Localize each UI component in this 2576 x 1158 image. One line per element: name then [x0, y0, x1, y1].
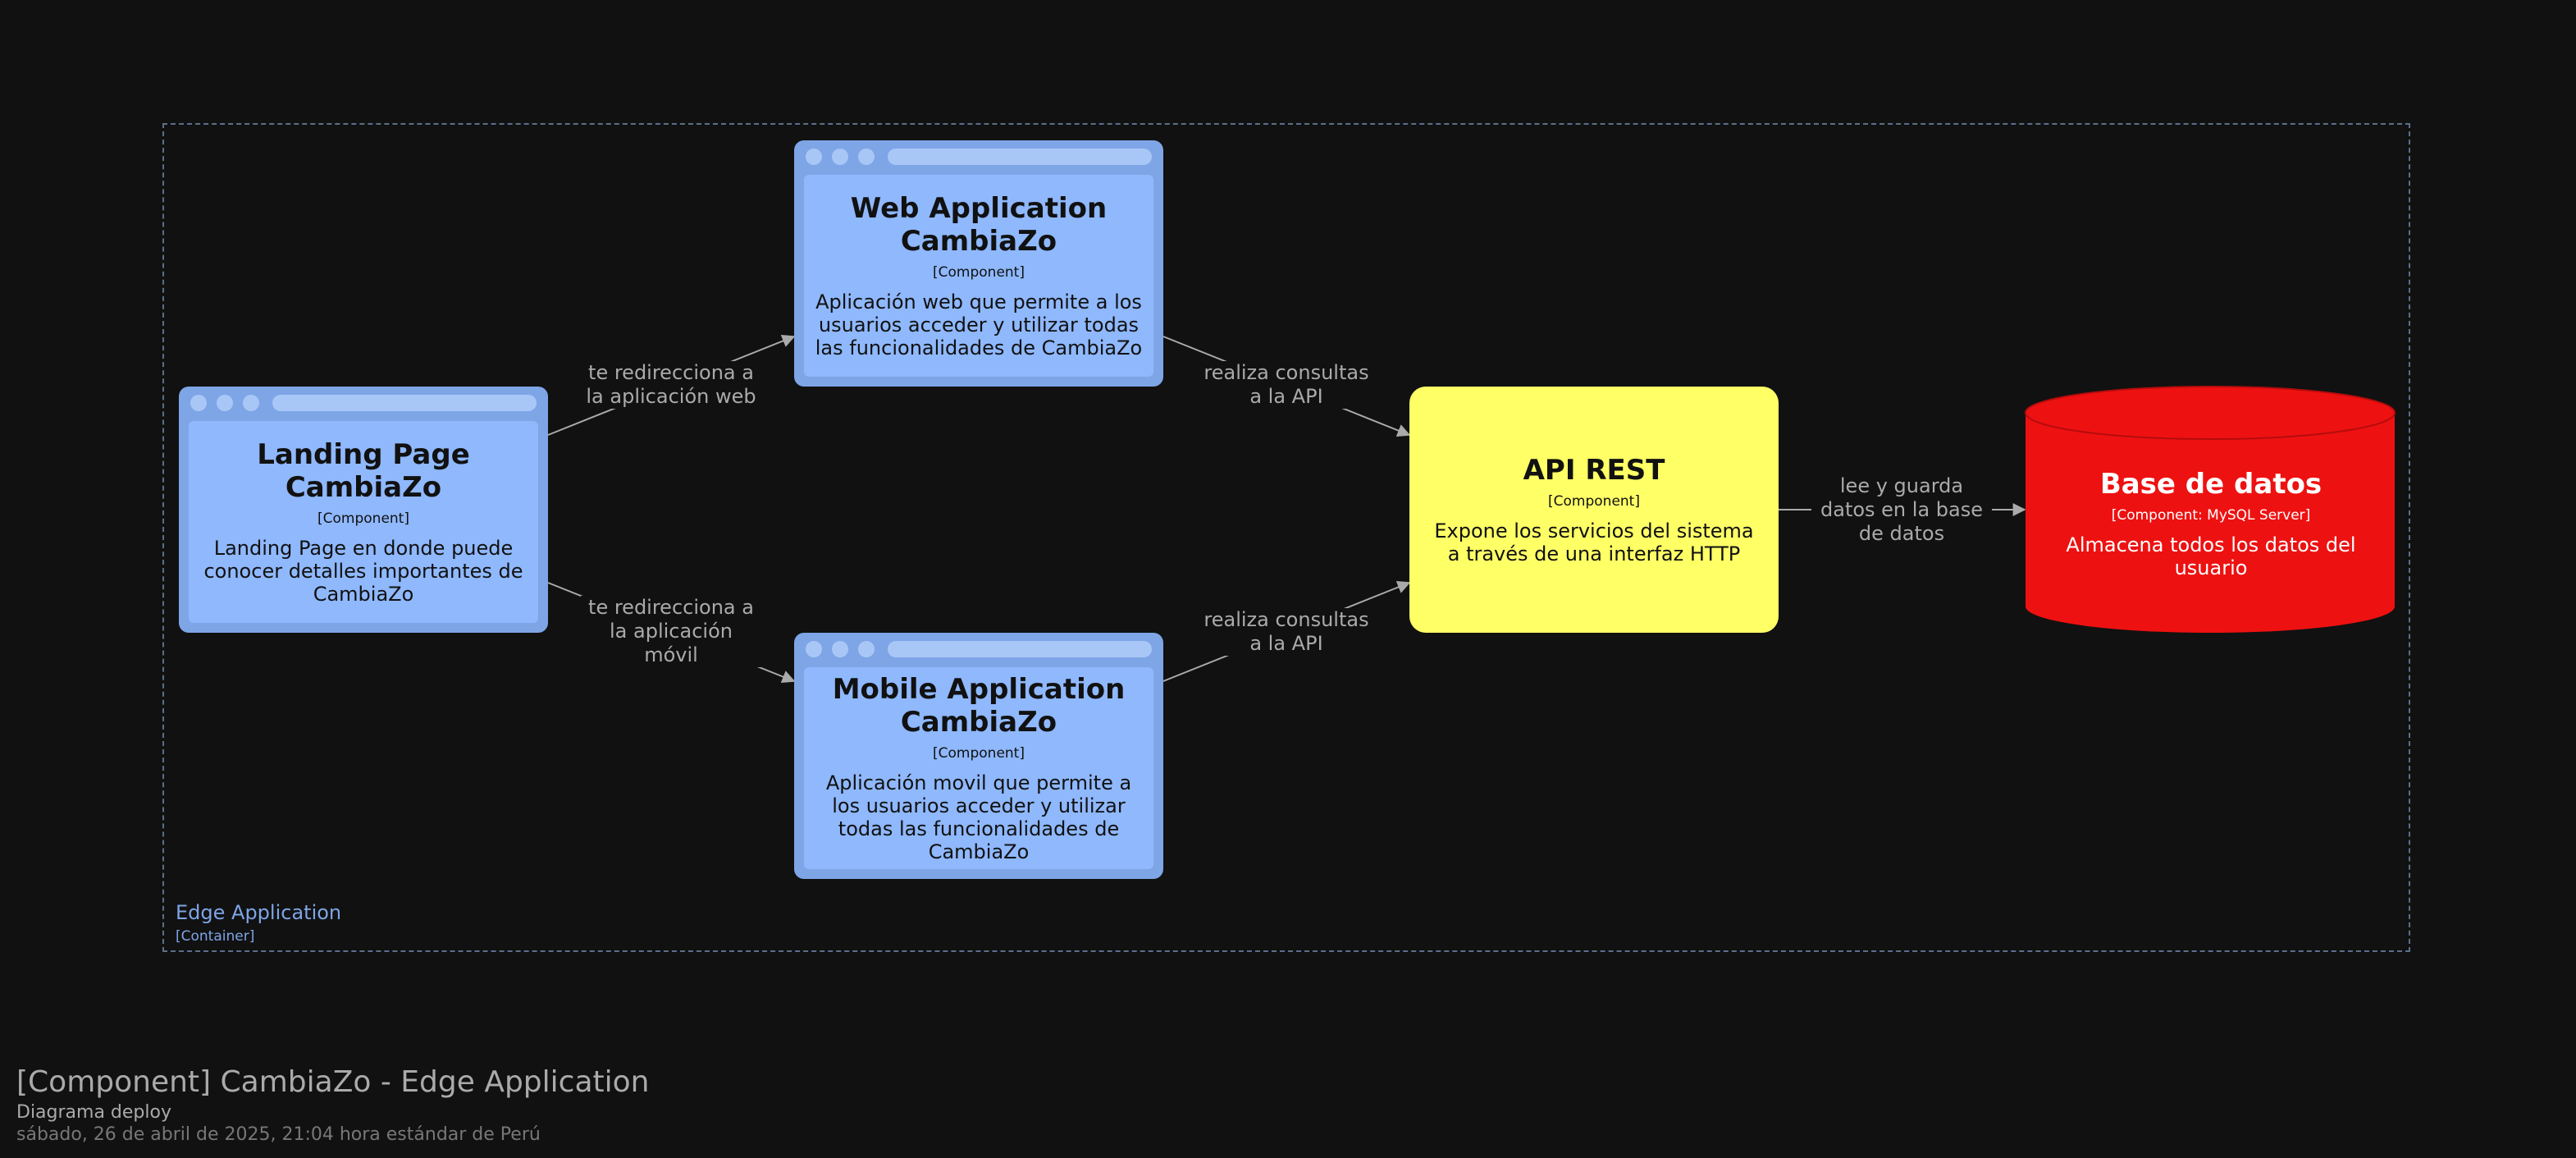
component-title: Mobile Application CambiaZo: [832, 673, 1126, 739]
component-title: Base de datos: [2099, 468, 2323, 501]
browser-window-icon: [806, 149, 1152, 165]
component-description: Landing Page en donde puede conocer deta…: [203, 537, 523, 606]
rel-label-api-db: lee y guarda datos en la base de datos: [1811, 474, 1992, 546]
rel-label-web-api: realiza consultas a la API: [1196, 361, 1377, 409]
boundary-type: [Container]: [176, 928, 255, 945]
component-description: Expone los servicios del sistema a travé…: [1434, 519, 1754, 565]
database-text: Base de datos [Component: MySQL Server] …: [2026, 468, 2396, 579]
diagram-title: [Component] CambiaZo - Edge Application: [16, 1065, 650, 1099]
component-type: [Component]: [933, 264, 1025, 281]
mobile-application-component[interactable]: Mobile Application CambiaZo [Component] …: [794, 633, 1163, 879]
rel-label-mobile-api: realiza consultas a la API: [1196, 608, 1377, 656]
diagram-subtitle: Diagrama deploy: [16, 1102, 171, 1123]
rel-label-landing-web: te redirecciona a la aplicación web: [581, 361, 761, 409]
component-description: Almacena todos los datos del usuario: [2066, 533, 2356, 579]
database-component[interactable]: [2023, 384, 2397, 635]
component-description: Aplicación web que permite a los usuario…: [815, 291, 1143, 359]
component-body: Web Application CambiaZo [Component] Apl…: [804, 175, 1153, 377]
component-body: Mobile Application CambiaZo [Component] …: [804, 667, 1153, 869]
component-type: [Component]: [1548, 493, 1640, 510]
boundary-name: Edge Application: [176, 901, 342, 924]
component-body: Landing Page CambiaZo [Component] Landin…: [189, 421, 538, 623]
component-type: [Component]: [933, 745, 1025, 762]
container-boundary: [162, 123, 2410, 952]
cylinder-icon: [2025, 386, 2396, 633]
component-title: API REST: [1523, 454, 1665, 487]
browser-window-icon: [190, 395, 537, 411]
api-rest-component[interactable]: API REST [Component] Expone los servicio…: [1409, 387, 1779, 633]
rel-label-landing-mobile: te redirecciona a la aplicación móvil: [581, 596, 761, 667]
landing-page-component[interactable]: Landing Page CambiaZo [Component] Landin…: [179, 387, 548, 633]
browser-window-icon: [806, 641, 1152, 657]
web-application-component[interactable]: Web Application CambiaZo [Component] Apl…: [794, 140, 1163, 387]
component-title: Landing Page CambiaZo: [257, 438, 470, 504]
component-description: Aplicación movil que permite a los usuar…: [825, 771, 1132, 863]
component-type: [Component: MySQL Server]: [2111, 507, 2311, 524]
component-type: [Component]: [317, 510, 409, 527]
diagram-date: sábado, 26 de abril de 2025, 21:04 hora …: [16, 1124, 541, 1145]
component-title: Web Application CambiaZo: [850, 192, 1108, 258]
